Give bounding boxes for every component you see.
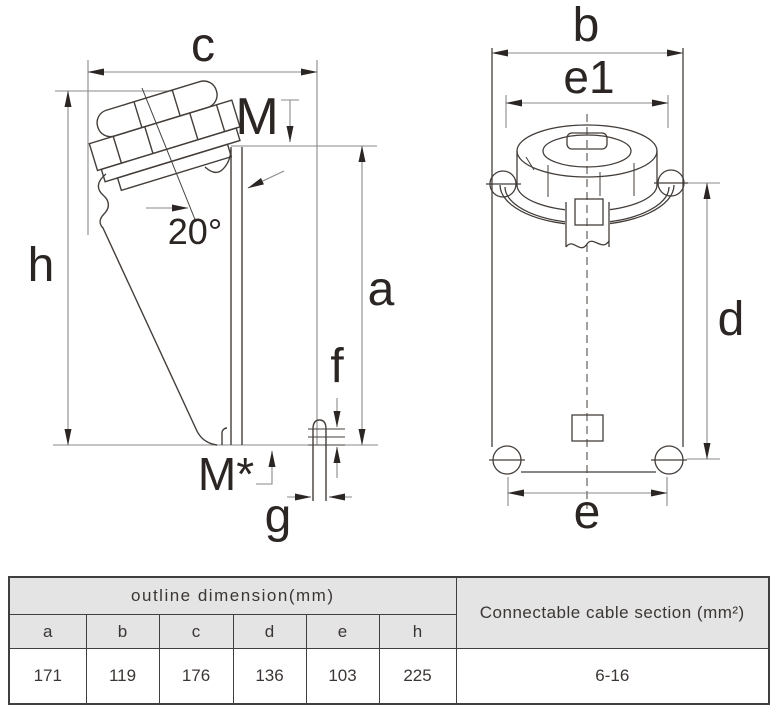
dim-label-e1: e1 [563, 51, 615, 103]
dimension-drawing: c M h a 20° f M* g b e1 d e [27, 0, 745, 543]
value-cable-section: 6-16 [455, 648, 770, 705]
dim-label-a: a [367, 263, 395, 316]
dim-label-angle: 20° [167, 211, 223, 252]
table-cable-header: Connectable cable section (mm²) [455, 576, 770, 649]
value-b: 119 [85, 648, 160, 705]
right-view-drawing [486, 48, 720, 509]
dimension-table: outline dimension(mm) Connectable cable … [8, 576, 771, 705]
dim-label-g: g [264, 490, 292, 543]
dim-label-b: b [572, 0, 600, 52]
drawing-canvas [53, 48, 720, 509]
angled-terminal-outline [88, 80, 345, 501]
col-header-d: d [232, 614, 307, 649]
dim-label-m-star: M* [197, 448, 255, 500]
dim-label-h: h [27, 239, 55, 292]
dim-label-m: M [235, 88, 279, 146]
left-view-dimensions [64, 68, 366, 501]
right-view-dimensions [491, 49, 711, 497]
dim-label-d: d [717, 293, 745, 346]
dim-label-e: e [573, 486, 601, 539]
col-header-e: e [305, 614, 380, 649]
dim-label-c: c [191, 19, 215, 72]
left-view-drawing [53, 60, 378, 501]
value-d: 136 [232, 648, 307, 705]
col-header-h: h [378, 614, 457, 649]
value-c: 176 [158, 648, 234, 705]
col-header-c: c [158, 614, 234, 649]
value-a: 171 [8, 648, 87, 705]
dim-label-f: f [330, 340, 344, 393]
table-group-header: outline dimension(mm) [8, 576, 457, 615]
col-header-a: a [8, 614, 87, 649]
value-e: 103 [305, 648, 380, 705]
value-h: 225 [378, 648, 457, 705]
col-header-b: b [85, 614, 160, 649]
